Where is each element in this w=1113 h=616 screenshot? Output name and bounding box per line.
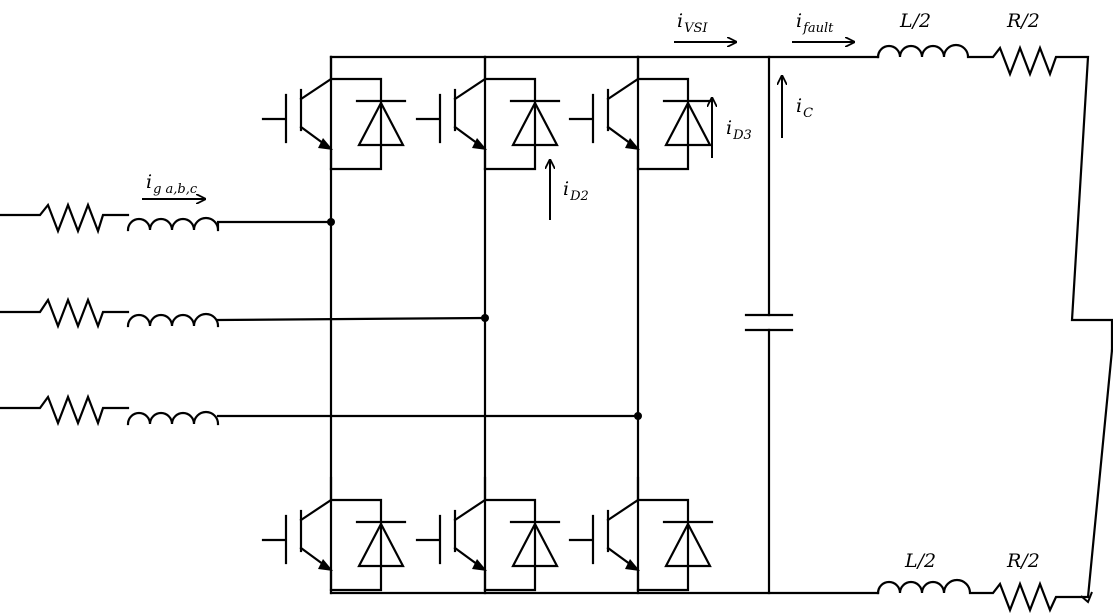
lower-switch-a xyxy=(261,476,407,592)
phase-b-branch xyxy=(0,296,487,330)
label-resistor-bottom: R/2 xyxy=(1006,550,1040,572)
lower-switch-b xyxy=(415,476,561,592)
dc-capacitor xyxy=(744,55,794,595)
lower-switch-c xyxy=(568,476,714,592)
label-ic: iC xyxy=(796,95,813,121)
phase-a-branch xyxy=(0,201,333,235)
cable-bottom-branch xyxy=(876,348,1113,614)
label-ivsi: iVSI xyxy=(677,10,708,36)
label-inductor-bottom: L/2 xyxy=(904,550,936,572)
label-inductor-top: L/2 xyxy=(899,10,931,32)
label-id2: iD2 xyxy=(563,178,589,204)
label-ig: ig a,b,c xyxy=(146,171,198,197)
label-ifault: ifault xyxy=(796,10,834,36)
upper-switch-a xyxy=(261,55,407,171)
cable-top-branch xyxy=(876,43,1113,352)
phase-c-branch xyxy=(0,393,640,427)
upper-switch-b xyxy=(415,55,561,171)
label-resistor-top: R/2 xyxy=(1006,10,1040,32)
upper-switch-c xyxy=(568,55,714,171)
label-id3: iD3 xyxy=(726,117,752,143)
